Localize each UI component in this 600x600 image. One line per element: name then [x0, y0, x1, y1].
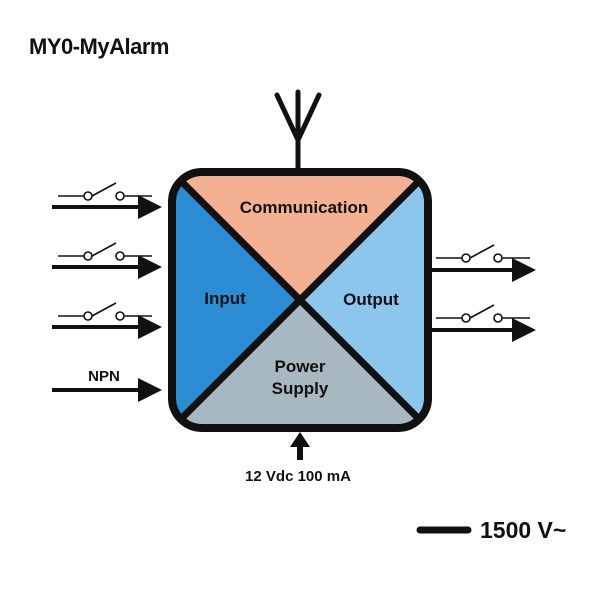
power-label-line2: Supply — [272, 379, 329, 398]
power-input-label: 12 Vdc 100 mA — [245, 468, 351, 485]
power-input-arrow-icon — [290, 432, 310, 460]
isolation-label: 1500 V~ — [480, 517, 566, 543]
power-section — [172, 300, 428, 428]
switch-icon — [436, 244, 530, 263]
input-switch-2 — [52, 242, 162, 279]
switch-icon — [436, 304, 530, 323]
output-switch-1 — [432, 244, 536, 282]
output-section — [300, 172, 428, 428]
antenna-icon — [274, 89, 322, 175]
diagram-title: MY0-MyAlarm — [29, 34, 169, 59]
isolation-legend: 1500 V~ — [416, 517, 566, 543]
communication-label: Communication — [240, 198, 368, 217]
input-switch-3 — [52, 302, 162, 339]
npn-label: NPN — [88, 368, 120, 385]
module-box — [168, 168, 432, 432]
input-label: Input — [204, 289, 246, 308]
output-switch-2 — [432, 304, 536, 342]
input-npn: NPN — [52, 368, 162, 402]
power-label-line1: Power — [274, 357, 325, 376]
output-label: Output — [343, 290, 399, 309]
communication-section — [172, 172, 428, 300]
switch-icon — [58, 242, 152, 261]
input-section — [172, 172, 300, 428]
switch-icon — [58, 182, 152, 201]
input-switch-1 — [52, 182, 162, 219]
switch-icon — [58, 302, 152, 321]
